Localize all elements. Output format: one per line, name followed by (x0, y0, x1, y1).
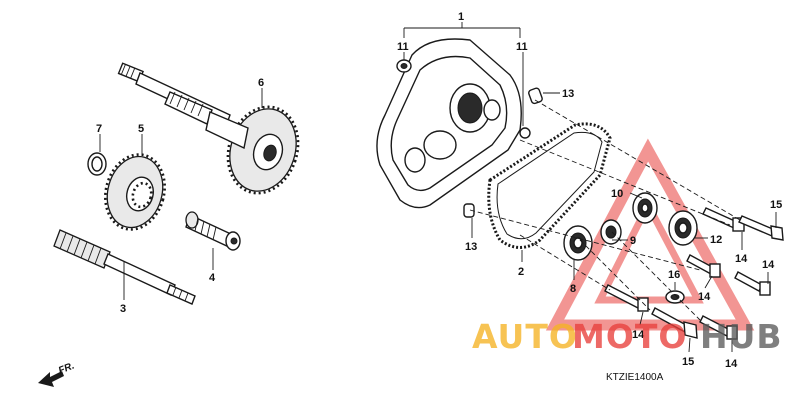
callout-2: 2 (518, 266, 524, 278)
watermark-text-hub: HUB (700, 317, 783, 356)
watermark-inner-triangle-icon (594, 197, 704, 304)
part-14-bolt-d (604, 284, 649, 312)
callout-14-a: 14 (735, 253, 748, 265)
part-10-oil-seal (632, 192, 658, 224)
part-8-bearing (563, 225, 593, 261)
callout-11-left: 11 (397, 41, 409, 53)
leader-lines (99, 22, 777, 353)
callout-5: 5 (138, 123, 144, 135)
part-11-cap-left (396, 59, 412, 73)
part-14-bolt-c (734, 271, 771, 296)
front-direction-label: FR. (57, 361, 76, 377)
part-15-bolt-a (738, 215, 784, 241)
callout-15-b: 15 (682, 356, 694, 368)
part-7-washer (87, 152, 107, 176)
part-16-washer (665, 290, 685, 304)
part-4-pinion (185, 211, 241, 251)
callout-8: 8 (570, 283, 576, 295)
callout-13-upper: 13 (562, 88, 574, 100)
callout-3: 3 (120, 303, 126, 315)
callout-15-a: 15 (770, 199, 782, 211)
callout-6: 6 (258, 77, 264, 89)
part-13-dowel-pin-upper (528, 87, 543, 105)
part-14-bolt-b (686, 254, 721, 278)
diagram-code: KTZIE1400A (606, 372, 664, 383)
part-1-case-cover (376, 38, 531, 209)
watermark-text-moto: MOTO (572, 317, 687, 356)
front-direction-indicator: FR. (38, 361, 76, 387)
callout-14-b: 14 (762, 259, 775, 271)
callout-numbers: 1 11 11 13 13 2 6 5 7 4 3 8 9 10 12 14 1… (96, 11, 782, 370)
callout-14-c: 14 (698, 291, 711, 303)
assembly-lines (469, 99, 741, 321)
callout-13-lower: 13 (465, 241, 477, 253)
callout-10: 10 (611, 188, 623, 200)
part-14-bolt-e (699, 315, 738, 340)
callout-7: 7 (96, 123, 102, 135)
callout-14-e: 14 (725, 358, 738, 370)
part-14-bolt-a (702, 207, 745, 232)
callout-9: 9 (630, 235, 636, 247)
watermark-text: AUTO MOTO HUB (472, 317, 783, 356)
callout-12: 12 (710, 234, 722, 246)
part-13-dowel-pin-lower (463, 203, 475, 218)
part-9-bearing (600, 219, 622, 245)
callout-1: 1 (458, 11, 464, 23)
part-3-final-shaft (53, 229, 196, 305)
part-15-bolt-b (651, 307, 698, 339)
callout-11-right: 11 (516, 41, 528, 53)
watermark-text-auto: AUTO (472, 317, 578, 356)
part-12-bearing (668, 210, 698, 246)
part-2-gasket (487, 122, 612, 249)
part-6-output-shaft (117, 62, 300, 195)
callout-4: 4 (209, 272, 216, 284)
front-arrow-icon (38, 371, 64, 387)
callout-14-d: 14 (632, 329, 645, 341)
part-5-gear (104, 153, 166, 231)
callout-16: 16 (668, 269, 680, 281)
